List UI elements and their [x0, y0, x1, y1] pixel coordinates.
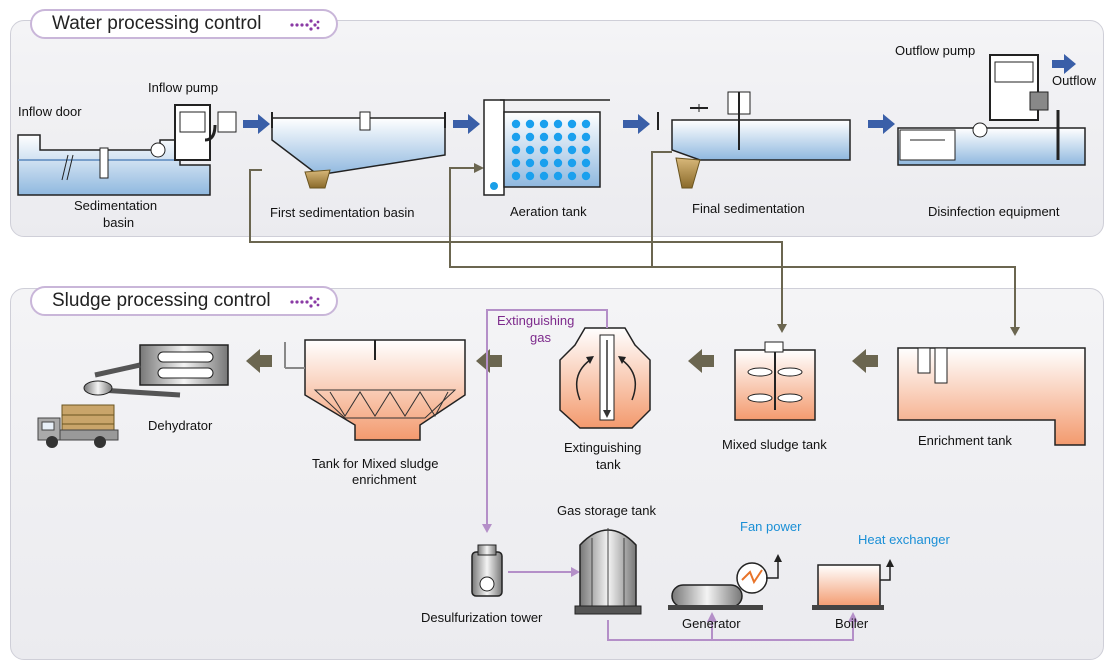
label-extinguishing-gas-1: Extinguishing: [497, 313, 575, 328]
gas-arrowhead: [707, 612, 717, 622]
label-outflow-pump: Outflow pump: [895, 43, 976, 58]
generator: [668, 554, 782, 610]
sludge-processing-title: Sludge processing control: [52, 290, 271, 311]
label-disinfection-equipment: Disinfection equipment: [928, 204, 1060, 219]
label-inflow-door: Inflow door: [18, 104, 82, 119]
water-processing-title: Water processing control: [52, 13, 262, 34]
final-sedimentation: [657, 91, 851, 189]
label-mixed-enrichment-1: Tank for Mixed sludge: [312, 456, 439, 471]
aeration-bubbles: [511, 119, 591, 181]
dotted-arrow-icon: [290, 296, 320, 308]
dotted-arrow-icon: [290, 19, 320, 31]
label-enrichment-tank: Enrichment tank: [918, 433, 1012, 448]
label-mixed-sludge-tank: Mixed sludge tank: [722, 437, 827, 452]
sludge-processing-tab[interactable]: Sludge processing control: [30, 286, 338, 316]
label-fan-power: Fan power: [740, 519, 802, 534]
water-flow-arrows: [243, 54, 1076, 134]
label-generator: Generator: [682, 616, 741, 631]
boiler: [812, 559, 894, 610]
label-extinguishing-tank-1: Extinguishing: [564, 440, 642, 455]
label-sedimentation-basin-2: basin: [103, 215, 135, 230]
label-gas-storage-tank: Gas storage tank: [557, 503, 656, 518]
label-heat-exchanger: Heat exchanger: [858, 532, 950, 547]
dehydrator: [83, 344, 229, 398]
label-aeration-tank: Aeration tank: [510, 204, 587, 219]
label-mixed-enrichment-2: enrichment: [352, 472, 417, 487]
line-arrowhead: [777, 324, 787, 333]
desulfurization-tower: [471, 544, 503, 597]
label-final-sedimentation: Final sedimentation: [692, 201, 805, 216]
sludge-flow-arrows: [246, 349, 878, 373]
enrichment-tank: [897, 347, 1086, 446]
label-outflow: Outflow: [1052, 73, 1097, 88]
label-first-sedimentation: First sedimentation basin: [270, 205, 415, 220]
first-sedimentation-basin: [271, 111, 446, 189]
gas-storage-tank: [574, 528, 642, 615]
extinguishing-tank: [559, 327, 651, 429]
sedimentation-basin: [17, 134, 211, 196]
mixed-sludge-enrichment-tank: [284, 339, 466, 441]
truck-icon: [37, 404, 119, 448]
line-arrowhead: [1010, 327, 1020, 336]
label-boiler: Boiler: [835, 616, 869, 631]
water-processing-tab[interactable]: Water processing control: [30, 9, 338, 39]
disinfection-equipment: [897, 54, 1086, 166]
line-arrowhead: [474, 163, 484, 173]
label-extinguishing-gas-2: gas: [530, 330, 551, 345]
inflow-pump: [174, 104, 237, 161]
label-extinguishing-tank-2: tank: [596, 457, 621, 472]
label-inflow-pump: Inflow pump: [148, 80, 219, 95]
return-lines: [249, 151, 1016, 328]
label-dehydrator: Dehydrator: [148, 418, 213, 433]
gas-arrowhead: [571, 567, 580, 577]
gas-arrowhead: [848, 612, 858, 622]
gas-lines: [486, 309, 854, 641]
gas-arrowhead: [482, 524, 492, 533]
label-desulfurization-tower: Desulfurization tower: [421, 610, 543, 625]
mixed-sludge-tank: [734, 341, 816, 421]
label-sedimentation-basin-1: Sedimentation: [74, 198, 158, 213]
